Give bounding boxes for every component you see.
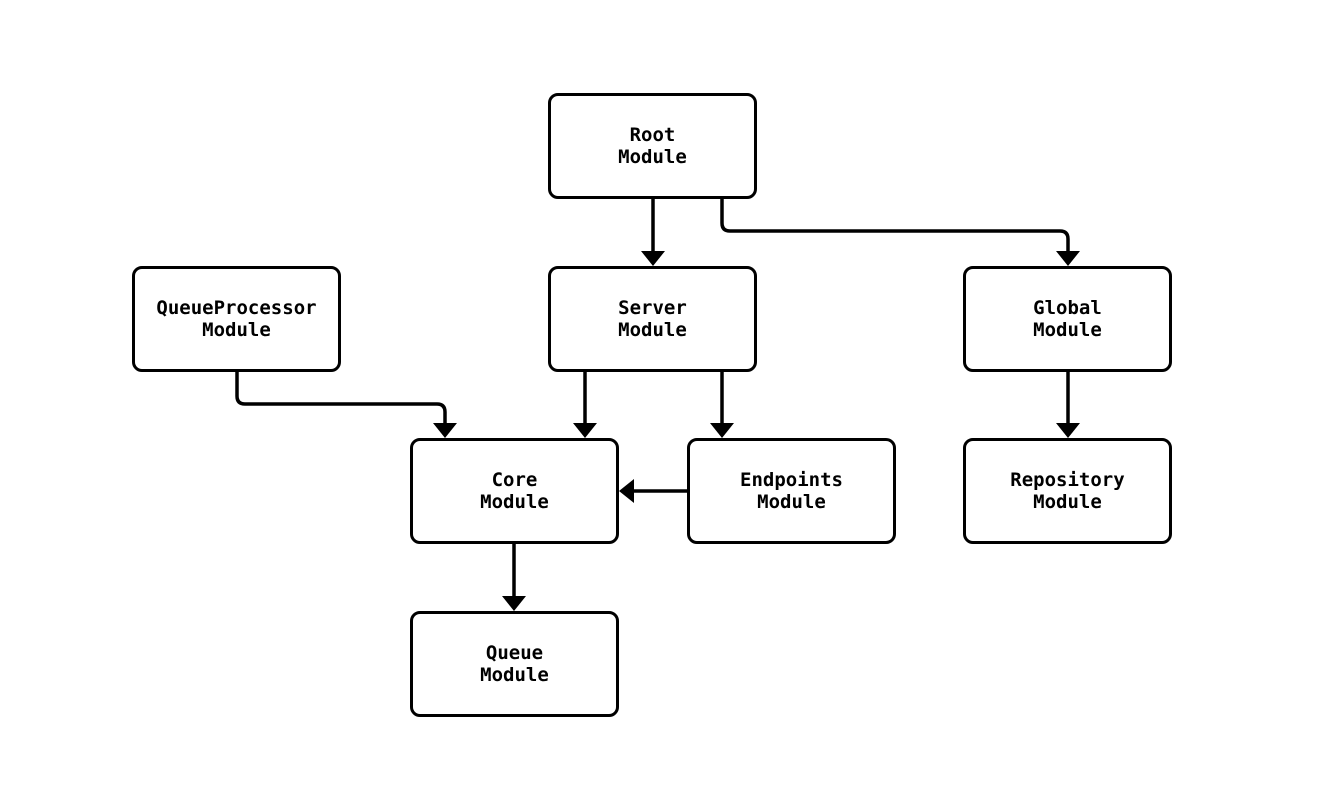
node-label-line: Module (618, 146, 687, 168)
node-root-module: Root Module (548, 93, 757, 199)
node-server-module: Server Module (548, 266, 757, 372)
node-label-line: Repository (1010, 469, 1125, 491)
node-queue-module: Queue Module (410, 611, 619, 717)
node-label-line: Module (1033, 491, 1102, 513)
node-repository-module: Repository Module (963, 438, 1172, 544)
node-label-line: Module (480, 491, 549, 513)
edge-queueprocessor-to-core (235, 372, 457, 438)
node-label-line: Server (618, 297, 687, 319)
node-label-line: QueueProcessor (156, 297, 317, 319)
node-core-module: Core Module (410, 438, 619, 544)
node-label-line: Module (1033, 319, 1102, 341)
node-label-line: Module (480, 664, 549, 686)
edge-core-to-queue (502, 544, 526, 611)
node-label-line: Core (491, 469, 538, 491)
edge-server-to-endpoints (710, 372, 734, 438)
node-queueprocessor-module: QueueProcessor Module (132, 266, 341, 372)
edge-global-to-repository (1056, 372, 1080, 438)
node-endpoints-module: Endpoints Module (687, 438, 896, 544)
edge-root-to-server (641, 199, 665, 266)
node-global-module: Global Module (963, 266, 1172, 372)
edge-endpoints-to-core (619, 479, 687, 503)
node-label-line: Endpoints (740, 469, 843, 491)
node-label-line: Module (618, 319, 687, 341)
node-label-line: Module (757, 491, 826, 513)
node-label-line: Module (202, 319, 271, 341)
node-label-line: Queue (485, 642, 544, 664)
node-label-line: Global (1033, 297, 1102, 319)
edge-server-to-core (573, 372, 597, 438)
node-label-line: Root (629, 124, 676, 146)
edge-root-to-global (720, 199, 1080, 266)
